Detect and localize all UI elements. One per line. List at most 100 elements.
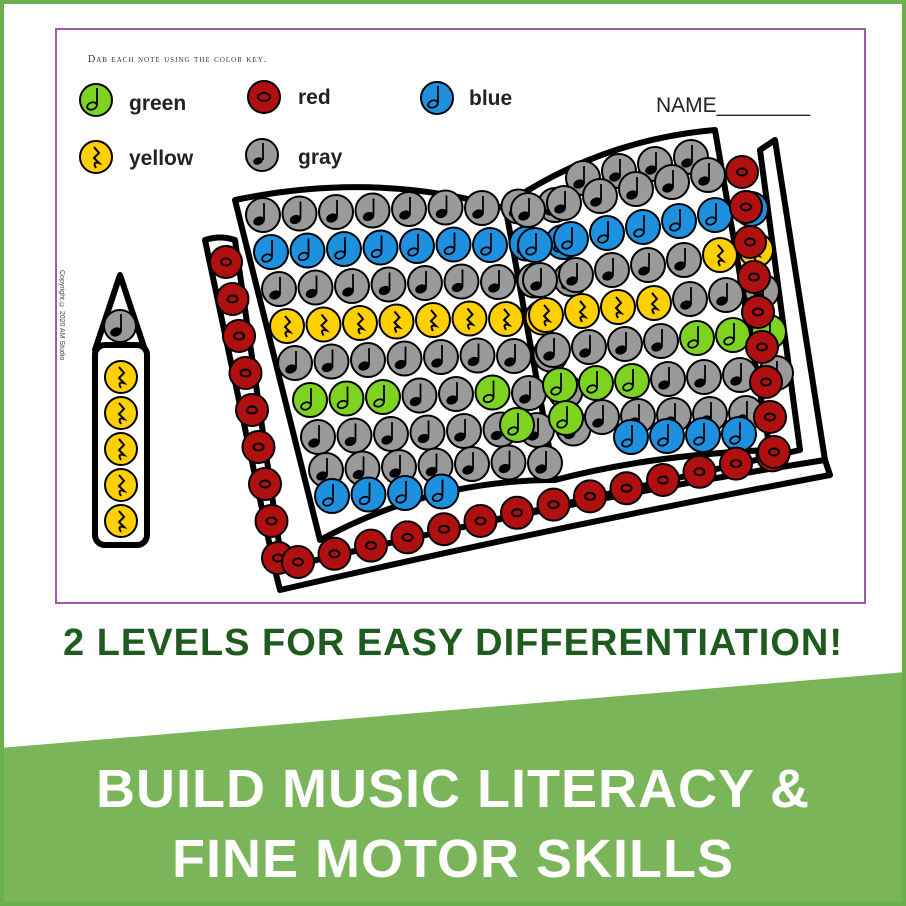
dot-marker — [409, 414, 446, 451]
dot-marker — [297, 269, 334, 306]
dot-marker — [104, 504, 138, 538]
dot-marker — [535, 332, 571, 368]
dot-marker — [407, 265, 443, 301]
key-green-dot — [79, 83, 113, 117]
dot-marker — [390, 520, 425, 555]
dot-marker — [427, 512, 461, 547]
dot-marker — [613, 419, 649, 455]
dot-marker — [614, 363, 650, 399]
dot-marker — [427, 189, 464, 226]
dot-marker — [391, 191, 427, 227]
dot-marker — [451, 300, 488, 337]
dot-marker — [334, 268, 370, 304]
dot-marker — [261, 271, 297, 307]
dot-marker — [269, 308, 305, 344]
dot-marker — [459, 337, 496, 374]
key-label-yellow: yellow — [129, 147, 194, 170]
name-field-label: NAME________ — [656, 94, 811, 117]
dot-marker — [528, 297, 564, 333]
dot-marker — [401, 377, 438, 414]
key-label-blue: blue — [469, 87, 513, 110]
dot-marker — [373, 416, 409, 452]
dot-marker — [463, 504, 498, 538]
dot-marker — [305, 306, 342, 343]
dot-marker — [729, 190, 763, 224]
dot-marker — [235, 393, 269, 427]
dot-marker — [488, 301, 524, 337]
dot-marker — [362, 229, 399, 266]
dot-marker — [490, 444, 527, 481]
dot-marker — [564, 293, 600, 329]
dot-marker — [496, 338, 532, 374]
copyright-text: Copyright © 2020 AM Studio — [58, 270, 65, 361]
dot-marker — [248, 467, 282, 501]
key-gray-dot — [245, 138, 279, 172]
dot-marker — [679, 320, 715, 356]
dot-marker — [725, 155, 759, 189]
dot-marker — [542, 367, 578, 403]
dot-marker — [104, 468, 138, 502]
dot-marker — [103, 309, 137, 343]
dot-marker — [522, 262, 558, 298]
dot-marker — [715, 317, 751, 353]
dot-marker — [661, 203, 697, 239]
dot-marker — [370, 266, 407, 303]
dot-marker — [342, 305, 378, 341]
dot-marker — [536, 487, 571, 522]
dot-marker — [300, 419, 336, 455]
dot-marker — [573, 479, 607, 514]
dot-marker — [277, 345, 313, 381]
dot-marker — [328, 380, 365, 417]
dot-marker — [630, 247, 666, 283]
dot-marker — [399, 228, 435, 264]
dot-marker — [281, 195, 318, 232]
dot-marker — [326, 231, 362, 267]
dot-marker — [318, 194, 354, 230]
dot-marker — [464, 190, 500, 226]
dot-marker — [649, 418, 685, 454]
dot-marker — [354, 528, 388, 563]
dot-marker — [500, 495, 534, 530]
dot-marker — [386, 340, 423, 377]
dot-marker — [618, 171, 654, 207]
dot-marker — [365, 379, 401, 415]
dot-marker — [446, 413, 482, 449]
dot-marker — [757, 435, 791, 469]
key-label-gray: gray — [298, 146, 343, 169]
dot-marker — [104, 396, 138, 430]
dot-marker — [511, 375, 547, 411]
dot-marker — [609, 471, 644, 506]
dot-marker — [672, 281, 708, 317]
dot-marker — [438, 376, 474, 412]
dot-marker — [317, 536, 352, 571]
dot-marker — [741, 295, 775, 329]
banner-line-2: FINE MOTOR SKILLS — [171, 829, 734, 889]
dot-marker — [546, 185, 582, 221]
dot-marker — [209, 245, 243, 279]
dot-marker — [753, 400, 787, 434]
dot-marker — [548, 400, 584, 436]
dot-marker — [578, 365, 614, 401]
dot-marker — [104, 360, 138, 394]
dot-marker — [625, 209, 661, 245]
dot-marker — [292, 382, 328, 418]
worksheet-instructions: Dab each note using the color key. — [88, 54, 268, 65]
dot-marker — [527, 445, 563, 481]
banner-line-1: BUILD MUSIC LITERACY & — [95, 759, 810, 819]
dot-marker — [682, 454, 717, 489]
dot-marker — [589, 215, 625, 251]
dot-marker — [654, 164, 690, 200]
key-yellow-dot — [79, 140, 113, 174]
dot-marker — [423, 339, 459, 375]
dot-marker — [643, 323, 679, 359]
dot-marker — [480, 264, 516, 300]
dot-marker — [636, 285, 672, 321]
dot-marker — [281, 545, 315, 579]
dot-marker — [517, 227, 553, 263]
dot-marker — [289, 232, 326, 269]
dot-marker — [253, 234, 289, 270]
dot-marker — [582, 178, 618, 214]
